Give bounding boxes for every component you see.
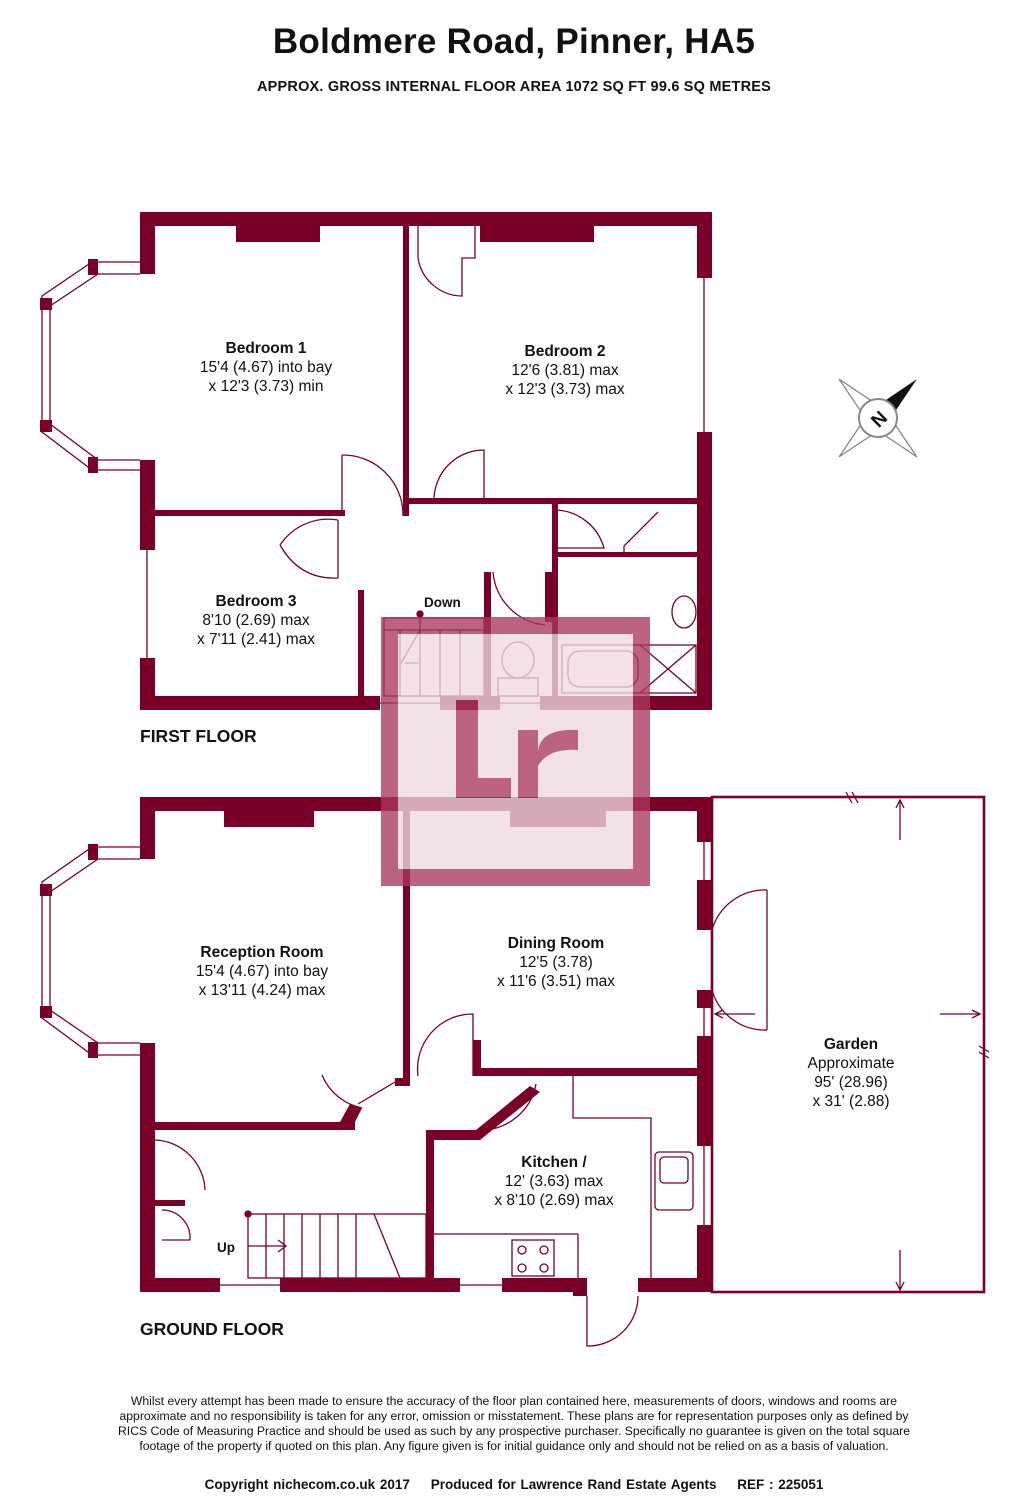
first-floor-label: FIRST FLOOR [140,726,257,746]
svg-text:8'10 (2.69) max: 8'10 (2.69) max [202,612,309,629]
svg-text:15'4 (4.67) into bay: 15'4 (4.67) into bay [200,359,332,376]
svg-text:Reception Room: Reception Room [200,944,323,961]
room-bedroom-3: Bedroom 3 8'10 (2.69) max x 7'11 (2.41) … [197,593,315,648]
svg-text:Bedroom 1: Bedroom 1 [226,340,307,357]
svg-text:12'6 (3.81) max: 12'6 (3.81) max [511,362,618,379]
svg-text:12' (3.63) max: 12' (3.63) max [505,1173,604,1190]
svg-text:x 8'10 (2.69) max: x 8'10 (2.69) max [494,1192,614,1209]
compass-icon [838,378,918,458]
svg-text:Bedroom 2: Bedroom 2 [525,343,606,360]
svg-text:15'4 (4.67) into bay: 15'4 (4.67) into bay [196,963,328,980]
room-garden: Garden Approximate 95' (28.96) x 31' (2.… [807,1036,894,1110]
footer: Copyright nichecom.co.uk 2017 Produced f… [0,1477,1028,1492]
ground-floor-label: GROUND FLOOR [140,1319,284,1339]
disclaimer-text: Whilst every attempt has been made to en… [118,1394,910,1453]
svg-text:Dining Room: Dining Room [508,935,604,952]
svg-text:Approximate: Approximate [807,1055,894,1072]
svg-text:x 12'3 (3.73) max: x 12'3 (3.73) max [505,381,625,398]
svg-text:Bedroom 3: Bedroom 3 [216,593,297,610]
lr-logo [381,617,650,886]
floor-area-subtitle: APPROX. GROSS INTERNAL FLOOR AREA 1072 S… [256,79,772,95]
svg-text:x 12'3 (3.73) min: x 12'3 (3.73) min [209,378,324,395]
floor-plan-drawing: N FIRST FLOOR GROUND FLOOR Down Up Bedro… [40,212,990,1347]
footer-copyright: Copyright nichecom.co.uk 2017 [204,1477,410,1492]
stairs-up-label: Up [217,1240,235,1255]
footer-ref: REF : 225051 [737,1477,824,1492]
svg-text:x 7'11 (2.41) max: x 7'11 (2.41) max [197,631,315,648]
svg-text:Kitchen /: Kitchen / [521,1154,587,1171]
room-dining: Dining Room 12'5 (3.78) x 11'6 (3.51) ma… [497,935,615,990]
svg-text:x 31' (2.88): x 31' (2.88) [812,1093,889,1110]
room-kitchen: Kitchen / 12' (3.63) max x 8'10 (2.69) m… [494,1154,614,1209]
room-bedroom-2: Bedroom 2 12'6 (3.81) max x 12'3 (3.73) … [505,343,625,398]
room-bedroom-1: Bedroom 1 15'4 (4.67) into bay x 12'3 (3… [200,340,332,395]
room-reception: Reception Room 15'4 (4.67) into bay x 13… [196,944,328,999]
svg-text:x 13'11 (4.24) max: x 13'11 (4.24) max [199,982,326,999]
stairs-down-label: Down [424,595,461,610]
svg-text:x 11'6 (3.51) max: x 11'6 (3.51) max [497,973,615,990]
svg-text:12'5 (3.78): 12'5 (3.78) [519,954,593,971]
svg-text:Garden: Garden [824,1036,878,1053]
plan-title: Boldmere Road, Pinner, HA5 [272,22,756,61]
footer-produced-for: Produced for Lawrence Rand Estate Agents [430,1477,717,1492]
svg-text:95' (28.96): 95' (28.96) [814,1074,888,1091]
ground-floor-plan [40,791,990,1347]
